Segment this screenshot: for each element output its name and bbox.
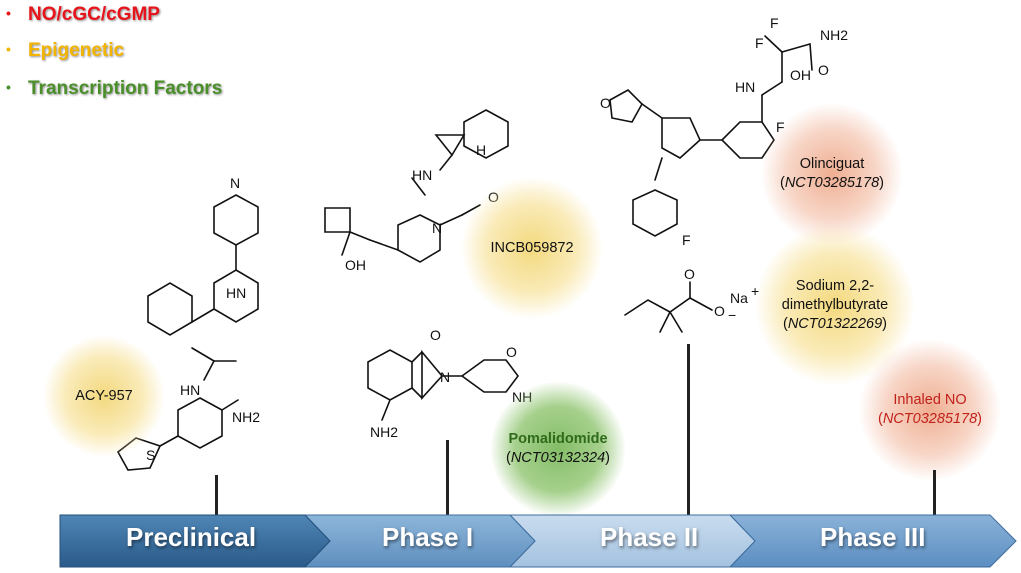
drug-bubble-incb059872: INCB059872 — [462, 178, 602, 318]
drug-trial: (NCT01322269) — [782, 315, 887, 332]
legend-item-epigenetic: • Epigenetic — [6, 40, 124, 62]
legend-label: NO/cGC/cGMP — [28, 4, 160, 25]
atom-label: N — [440, 369, 450, 385]
trial-id: NCT03285178 — [784, 175, 880, 191]
drug-name: Olinciguat — [799, 156, 865, 172]
atom-label: O — [818, 62, 829, 78]
atom-label: − — [728, 307, 736, 323]
atom-label: OH — [345, 257, 366, 273]
drug-name: Pomalidomide — [508, 431, 608, 447]
atom-label: S — [146, 447, 155, 463]
atom-label: NH2 — [232, 409, 260, 425]
atom-label: N — [230, 175, 240, 191]
drug-trial: (NCT03285178) — [779, 175, 884, 191]
sodium-structure — [624, 281, 713, 333]
atom-label: F — [682, 232, 691, 248]
drug-name: INCB059872 — [490, 239, 574, 256]
bullet-icon: • — [6, 79, 11, 95]
bullet-icon: • — [6, 5, 11, 21]
atom-label: NH2 — [820, 27, 848, 43]
acy957-structure — [116, 194, 259, 471]
connector-phase-i — [446, 440, 449, 515]
timeline — [59, 514, 1017, 568]
atom-label: O — [684, 266, 695, 282]
pomalidomide-structure — [367, 349, 519, 421]
drug-trial: (NCT03285178) — [877, 411, 982, 427]
atom-label: + — [751, 283, 759, 299]
atom-label: O — [506, 344, 517, 360]
legend-item-no-cgc-cgmp: • NO/cGC/cGMP — [6, 4, 160, 26]
drug-bubble-pomalidomide: Pomalidomide (NCT03132324) — [491, 382, 625, 516]
atom-label: O — [600, 95, 611, 111]
drug-bubble-acy957: ACY-957 — [44, 336, 164, 456]
phase-label-phase-i: Phase I — [382, 522, 474, 552]
drug-name: ACY-957 — [75, 387, 133, 404]
atom-label: F — [770, 15, 779, 31]
drug-bubble-sodium-dimethylbutyrate: Sodium 2,2- dimethylbutyrate (NCT0132226… — [756, 226, 914, 384]
atom-label: O — [430, 327, 441, 343]
atom-label: N — [432, 220, 442, 236]
drug-name-line2: dimethylbutyrate — [781, 296, 889, 313]
trial-id: NCT03132324 — [510, 450, 606, 466]
legend-item-transcription-factors: • Transcription Factors — [6, 78, 222, 100]
atom-label: F — [755, 35, 764, 51]
atom-label: HN — [226, 285, 246, 301]
trial-id: NCT03285178 — [882, 411, 978, 427]
timeline-segment-preclinical — [59, 514, 331, 568]
atom-label: HN — [412, 167, 432, 183]
atom-label: NH2 — [370, 424, 398, 440]
drug-bubble-olinciguat: Olinciguat (NCT03285178) — [762, 104, 902, 244]
legend-label: Transcription Factors — [28, 78, 223, 99]
phase-label-preclinical: Preclinical — [126, 522, 257, 552]
trial-id: NCT01322269 — [787, 315, 883, 332]
drug-trial: (NCT03132324) — [505, 450, 610, 466]
legend-label: Epigenetic — [28, 40, 125, 61]
connector-phase-iii — [933, 470, 936, 515]
atom-label: OH — [790, 67, 811, 83]
atom-label: HN — [735, 79, 755, 95]
atom-label: H — [476, 142, 486, 158]
atom-label: Na — [730, 290, 748, 306]
incb-structure — [324, 109, 509, 263]
connector-phase-ii — [687, 344, 690, 515]
drug-bubble-inhaled-no: Inhaled NO (NCT03285178) — [860, 340, 1000, 480]
phase-label-phase-iii: Phase III — [820, 522, 926, 552]
atom-label: O — [714, 303, 725, 319]
connector-preclinical — [215, 475, 218, 515]
drug-name: Inhaled NO — [893, 392, 967, 408]
phase-label-phase-ii: Phase II — [600, 522, 699, 552]
atom-label: HN — [180, 382, 200, 398]
drug-name-line1: Sodium 2,2- — [795, 277, 875, 294]
bullet-icon: • — [6, 41, 11, 57]
